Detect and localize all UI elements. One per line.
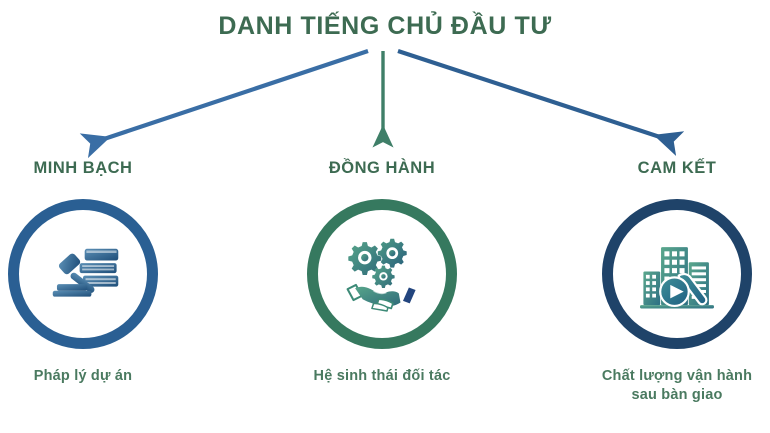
circle-dong-hanh	[307, 198, 457, 349]
branch-label-cam-ket: CAM KẾT	[637, 159, 717, 177]
arrow-to-minh-bach	[79, 49, 369, 159]
branch-cam-ket: CAM KẾT	[562, 160, 770, 406]
branch-label-dong-hanh: ĐỒNG HÀNH	[328, 159, 436, 177]
circle-minh-bach	[8, 198, 158, 349]
gavel-books-icon	[52, 248, 119, 297]
caption-line: Chất lượng vận hành	[601, 367, 753, 384]
branch-label-minh-bach: MINH BẠCH	[33, 159, 133, 177]
buildings-wrench-play-icon	[640, 246, 714, 308]
caption-minh-bach: Pháp lý dự án	[0, 367, 198, 387]
caption-dong-hanh: Hệ sinh thái đối tác	[267, 367, 497, 387]
branch-dong-hanh: ĐỒNG HÀNH	[267, 160, 497, 386]
branch-minh-bach: MINH BẠCH	[0, 160, 198, 386]
caption-cam-ket: Chất lượng vận hành sau bàn giao	[562, 367, 770, 406]
arrow-to-cam-ket	[397, 49, 685, 157]
caption-line: Pháp lý dự án	[33, 367, 133, 384]
gears-handshake-icon	[346, 238, 416, 312]
page-title: DANH TIẾNG CHỦ ĐẦU TƯ	[218, 12, 552, 40]
caption-line: Hệ sinh thái đối tác	[313, 367, 451, 384]
caption-line: sau bàn giao	[631, 387, 723, 404]
circle-cam-ket	[602, 198, 752, 349]
